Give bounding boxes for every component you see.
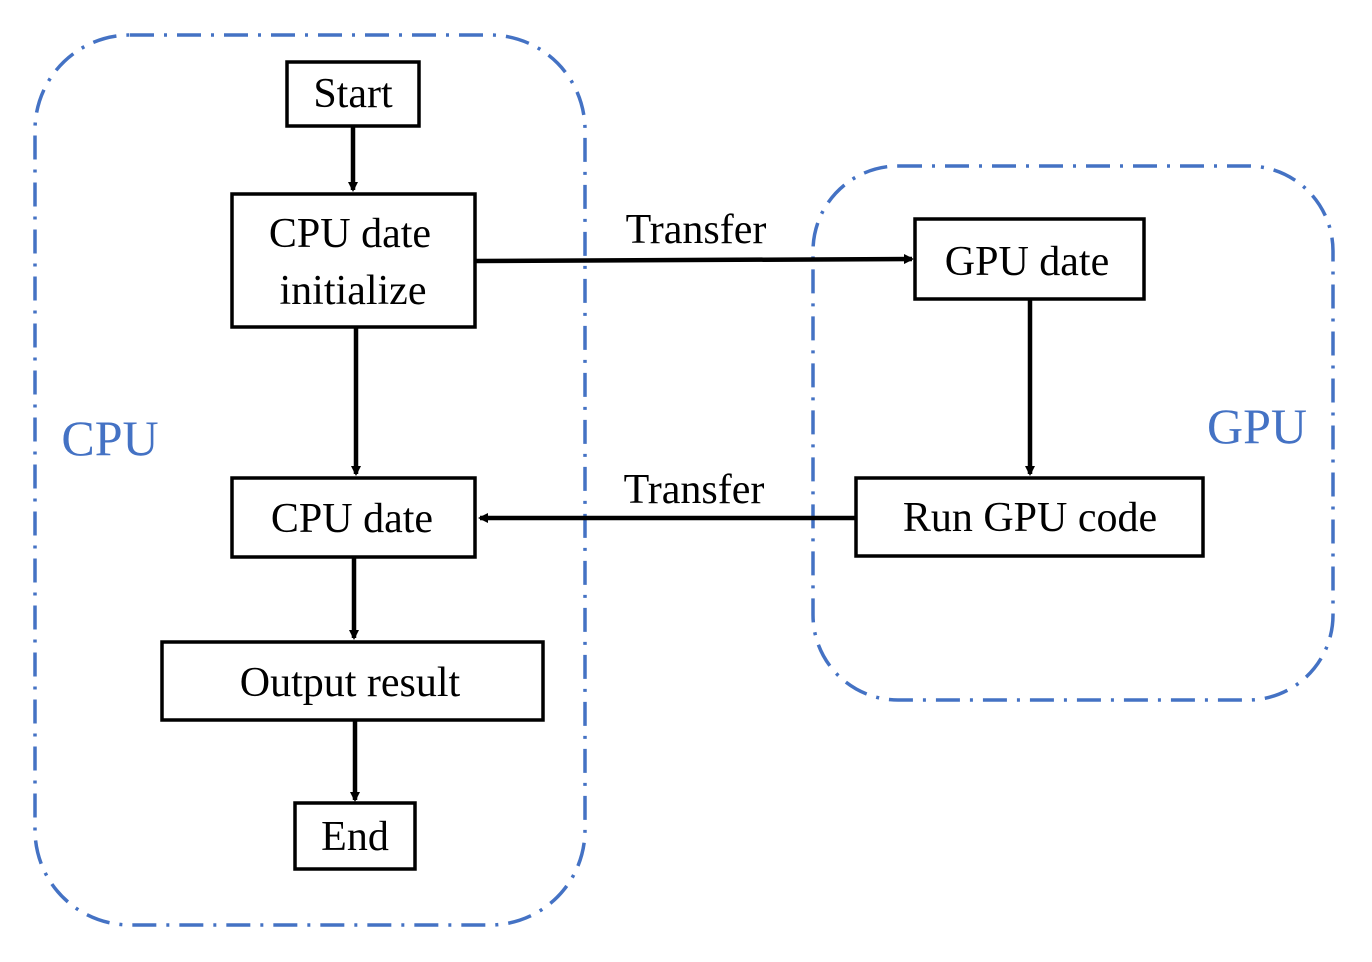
node-cpu-date-label: CPU date — [271, 496, 433, 542]
node-cpu-init-line2: initialize — [280, 268, 427, 314]
node-end-label: End — [321, 814, 389, 860]
cpu-region-border — [33, 33, 587, 927]
node-run-gpu-label: Run GPU code — [903, 495, 1157, 541]
node-start: Start — [285, 60, 421, 128]
transfer-to-gpu-label: Transfer — [626, 207, 767, 253]
node-end: End — [293, 801, 417, 871]
node-run-gpu: Run GPU code — [854, 476, 1205, 558]
transfer-to-cpu-label: Transfer — [624, 467, 765, 513]
node-start-label: Start — [313, 71, 393, 117]
node-cpu-date: CPU date — [230, 476, 477, 559]
node-output: Output result — [160, 640, 545, 722]
arrow-init-to-gpu-date — [475, 254, 914, 265]
node-cpu-init: CPU date initialize — [230, 192, 477, 329]
node-output-label: Output result — [240, 660, 461, 706]
gpu-region-border — [811, 164, 1335, 702]
node-cpu-init-line1: CPU date — [269, 211, 431, 257]
gpu-region-label: GPU — [1207, 398, 1307, 454]
cpu-region-label: CPU — [61, 410, 158, 466]
node-gpu-date: GPU date — [913, 217, 1146, 301]
node-gpu-date-label: GPU date — [945, 239, 1109, 285]
